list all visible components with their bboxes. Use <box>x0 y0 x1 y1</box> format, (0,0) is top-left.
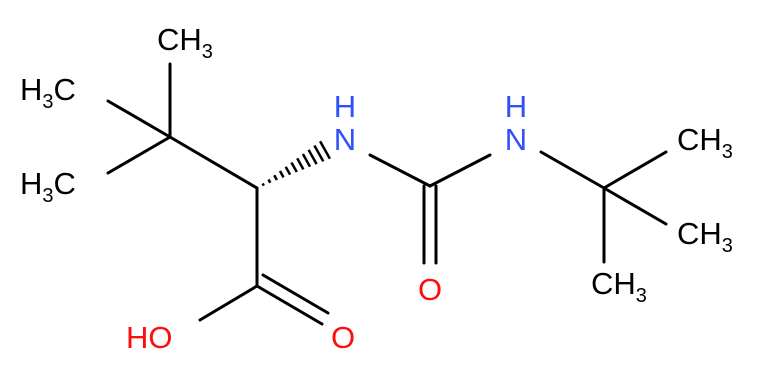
bond-tert-carbon-to-ch3-mid <box>602 186 668 226</box>
bond-quaternary-to-h3c-lower <box>106 135 172 175</box>
bond-urea-carbon-to-nh-right <box>428 153 492 188</box>
nh-left-h-label: H <box>334 89 356 124</box>
hash-wedge-stroke <box>273 174 278 181</box>
h3c-lower-label: H3C <box>20 166 76 207</box>
hydroxyl-label: HO <box>126 320 173 355</box>
bond-layer <box>106 62 668 326</box>
hash-wedge-stroke <box>307 149 318 165</box>
hash-wedge-stroke <box>290 161 298 173</box>
bond-quaternary-to-h3c-upper <box>106 99 172 139</box>
hash-wedge-stroke <box>296 157 305 171</box>
bond-nh-right-to-tert-carbon <box>539 150 606 190</box>
stereo-hash-wedge <box>261 140 331 187</box>
urea-oxygen-label: O <box>418 272 442 307</box>
hash-wedge-stroke <box>319 140 331 160</box>
hash-wedge-stroke <box>313 144 325 163</box>
bond-nh-left-to-urea-carbon <box>368 153 432 188</box>
nh-right-h-label: H <box>505 89 527 124</box>
ch3-right-top-label: CH3 <box>677 122 733 163</box>
bond-carboxyl-carbon-to-o-double-a <box>255 284 324 326</box>
atom-labels: CH3 H3C H3C H N H N O HO O CH3 CH3 CH3 <box>20 22 733 355</box>
ch3-right-mid-label: CH3 <box>677 216 733 257</box>
nh-right-n-label: N <box>505 122 527 157</box>
bond-carboxyl-carbon-to-hydroxyl <box>198 284 259 322</box>
nh-left-n-label: N <box>334 122 356 157</box>
ch3-right-bottom-label: CH3 <box>591 266 647 307</box>
hash-wedge-stroke <box>267 178 272 184</box>
acid-carbonyl-oxygen-label: O <box>331 320 355 355</box>
hash-wedge-stroke <box>261 182 265 187</box>
hash-wedge-stroke <box>301 153 312 168</box>
bond-carboxyl-carbon-to-o-double-b <box>261 273 330 315</box>
hash-wedge-stroke <box>284 166 292 176</box>
h3c-upper-label: H3C <box>20 72 76 113</box>
bond-tert-carbon-to-ch3-top <box>602 150 668 190</box>
hash-wedge-stroke <box>278 170 285 178</box>
bond-quaternary-to-alpha-carbon <box>168 135 259 190</box>
ch3-top-label: CH3 <box>157 22 213 63</box>
